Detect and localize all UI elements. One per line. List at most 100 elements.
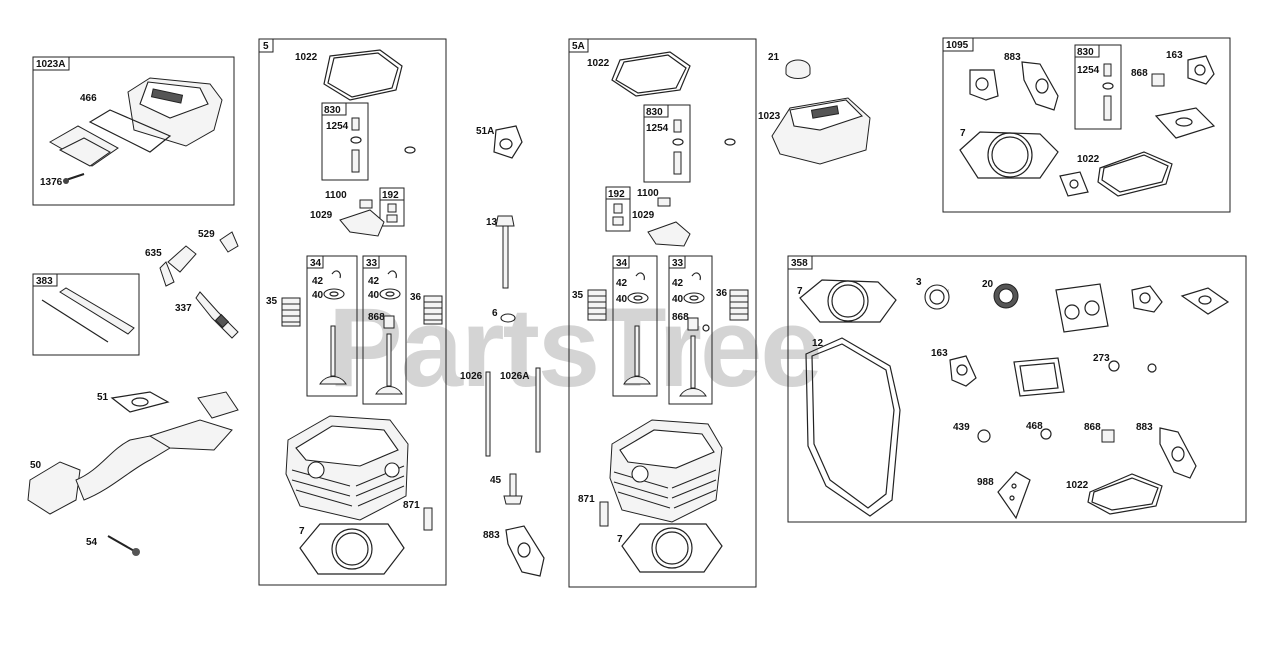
set-head-gasket-icon — [799, 279, 897, 323]
box-358[interactable]: 358 — [787, 255, 1247, 523]
set-gasket-883-icon — [1159, 427, 1197, 479]
label-5A-42-a: 42 — [616, 278, 628, 289]
set-seal-439-icon — [977, 429, 991, 443]
label-358-868: 868 — [1084, 422, 1101, 433]
rocker-arm-icon — [339, 199, 385, 237]
label-5A-7: 7 — [617, 534, 623, 545]
set-gasket-c-icon — [1180, 287, 1230, 315]
spring-retainers-right-icon — [627, 292, 705, 304]
crankcase-gasket-icon — [805, 337, 901, 517]
dowel-pin-right-icon — [599, 501, 609, 527]
washer-icon — [404, 146, 416, 154]
exhaust-gasket-883-icon — [505, 525, 545, 577]
set-cover-gasket-icon — [1013, 357, 1065, 397]
label-1023: 1023 — [758, 111, 781, 122]
box-830-left[interactable]: 830 — [321, 102, 369, 181]
oil-fill-cap-icon — [785, 59, 811, 79]
label-883-mid: 883 — [483, 530, 500, 541]
valve-cover-icon — [127, 77, 223, 147]
spring-retainers-icon — [323, 288, 401, 300]
label-1026: 1026 — [460, 371, 483, 382]
box-label-358: 358 — [791, 258, 808, 269]
screw-icon — [63, 173, 85, 184]
box-34-left[interactable]: 34 — [306, 255, 358, 397]
label-5-40-a: 40 — [312, 290, 324, 301]
box-label-34-right: 34 — [616, 258, 628, 269]
label-5A-36: 36 — [716, 288, 728, 299]
intake-valve-right-icon — [623, 325, 651, 385]
box-830-right[interactable]: 830 — [643, 104, 691, 183]
label-5A-42-b: 42 — [672, 278, 684, 289]
box-5A[interactable]: 5A — [568, 38, 757, 588]
box-label-5: 5 — [263, 41, 269, 52]
box-383[interactable]: 383 — [32, 273, 140, 356]
label-358-988: 988 — [977, 477, 994, 488]
set-breather-gasket-icon — [1055, 283, 1109, 333]
label-6: 6 — [492, 308, 498, 319]
box-192-left[interactable]: 192 — [379, 187, 405, 227]
valve-spring-right-right-icon — [729, 289, 749, 321]
box-label-830-right: 830 — [646, 107, 663, 118]
label-5A-1254: 1254 — [646, 123, 669, 134]
washer-6-icon — [500, 313, 516, 323]
label-kit-1254: 1254 — [1077, 65, 1100, 76]
box-1023A[interactable]: 1023A — [32, 56, 235, 206]
label-5-35: 35 — [266, 296, 278, 307]
cover-gasket-icon — [88, 109, 172, 153]
label-358-439: 439 — [953, 422, 970, 433]
label-5-42-b: 42 — [368, 276, 380, 287]
intake-valve-icon — [319, 325, 347, 385]
label-358-883: 883 — [1136, 422, 1153, 433]
label-5A-40-a: 40 — [616, 294, 628, 305]
label-466: 466 — [80, 93, 97, 104]
label-358-1022: 1022 — [1066, 480, 1089, 491]
box-label-33-left: 33 — [366, 258, 378, 269]
box-5[interactable]: 5 — [258, 38, 447, 586]
set-valve-seal-icon — [1101, 429, 1115, 443]
kit-cover-gasket-icon — [1097, 151, 1173, 197]
box-label-34-left: 34 — [310, 258, 322, 269]
label-5A-1029: 1029 — [632, 210, 655, 221]
exhaust-gasket-icon — [110, 391, 170, 413]
label-5-1022: 1022 — [295, 52, 318, 63]
valve-seal-icon — [383, 315, 395, 329]
kit-small-gasket-icon — [1059, 171, 1089, 197]
box-33-right[interactable]: 33 — [668, 255, 713, 405]
box-34-right[interactable]: 34 — [612, 255, 658, 397]
box-label-830-kit: 830 — [1077, 47, 1094, 58]
label-50: 50 — [30, 460, 42, 471]
head-gasket-right-icon — [621, 523, 723, 573]
label-5-42-a: 42 — [312, 276, 324, 287]
valve-keepers-right-icon — [635, 272, 701, 281]
box-label-1023A: 1023A — [36, 59, 65, 70]
label-5-36: 36 — [410, 292, 422, 303]
label-337: 337 — [175, 303, 192, 314]
label-529: 529 — [198, 229, 215, 240]
label-kit-868: 868 — [1131, 68, 1148, 79]
label-kit-883: 883 — [1004, 52, 1021, 63]
label-kit-1022: 1022 — [1077, 154, 1100, 165]
box-33-left[interactable]: 33 — [362, 255, 407, 405]
head-bolt-icon — [495, 215, 515, 289]
valve-spring-right-icon — [423, 295, 443, 325]
tappet-icon — [503, 473, 523, 505]
label-358-20: 20 — [982, 279, 994, 290]
box-192-right[interactable]: 192 — [605, 186, 631, 232]
oil-seal-3-icon — [924, 284, 950, 310]
label-51: 51 — [97, 392, 109, 403]
dowel-pin-left-icon — [423, 507, 433, 531]
box-1095[interactable]: 1095 — [942, 37, 1231, 213]
box-830-kit[interactable]: 830 — [1074, 44, 1122, 130]
label-5-1254: 1254 — [326, 121, 349, 132]
exhaust-gasket-51A-icon — [493, 125, 523, 159]
exhaust-valve-right-icon — [679, 335, 707, 397]
valve-cover-right-icon — [771, 97, 871, 165]
exhaust-valve-icon — [375, 333, 403, 395]
box-label-383: 383 — [36, 276, 53, 287]
label-51A: 51A — [476, 126, 494, 137]
breather-cover-icon — [48, 125, 119, 167]
push-rods-icon — [485, 367, 541, 457]
box-label-1095: 1095 — [946, 40, 969, 51]
label-kit-163: 163 — [1166, 50, 1183, 61]
